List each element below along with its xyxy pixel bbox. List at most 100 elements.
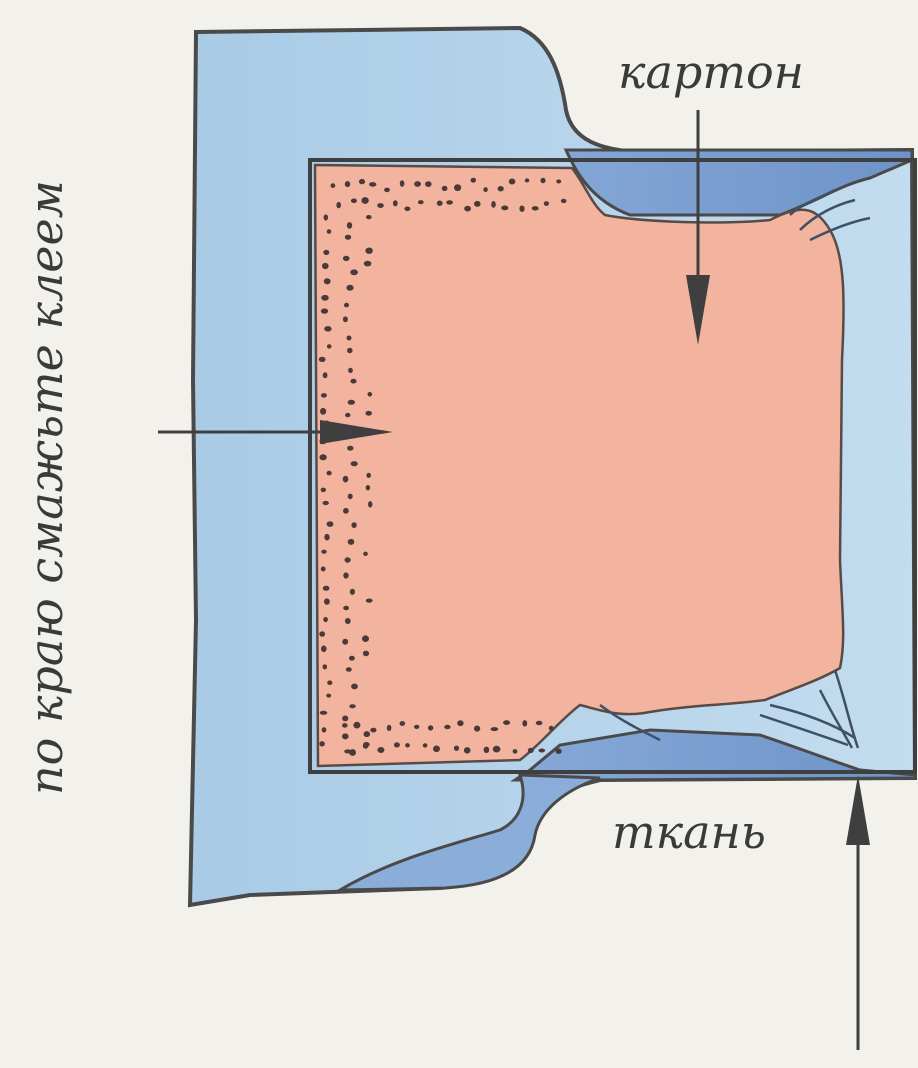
glue-dot — [351, 199, 357, 204]
glue-dot — [437, 201, 443, 206]
label-fabric: ткань — [612, 805, 766, 859]
glue-dot — [347, 348, 353, 353]
glue-dot — [400, 180, 405, 187]
glue-dot — [363, 743, 369, 749]
glue-dot — [394, 742, 400, 747]
label-side-note: по краю смажьте клеем — [19, 180, 73, 795]
glue-dot — [321, 567, 326, 572]
glue-dot — [370, 728, 376, 733]
cardboard-piece — [315, 165, 844, 766]
glue-dot — [348, 400, 355, 405]
glue-dot — [364, 261, 372, 267]
glue-dot — [324, 278, 331, 284]
glue-dot — [343, 572, 348, 578]
glue-dot — [321, 646, 327, 653]
glue-dot — [366, 485, 370, 490]
glue-dot — [327, 471, 332, 476]
glue-dot — [454, 184, 461, 191]
glue-dot — [556, 749, 562, 754]
glue-dot — [319, 454, 326, 460]
glue-dot — [321, 308, 328, 313]
glue-dot — [532, 206, 539, 210]
glue-dot — [343, 316, 348, 322]
glue-dot — [336, 202, 341, 208]
glue-dot — [474, 201, 481, 207]
glue-dot — [404, 207, 410, 212]
glue-dot — [464, 747, 471, 753]
glue-dot — [369, 182, 376, 187]
glue-dot — [464, 206, 471, 212]
arrow-fabric — [846, 775, 870, 1050]
glue-dot — [446, 200, 453, 204]
glue-dot — [428, 725, 433, 730]
glue-dot — [343, 476, 349, 483]
glue-dot — [345, 235, 351, 240]
glue-dot — [503, 720, 510, 725]
glue-dot — [561, 199, 567, 203]
glue-dot — [319, 741, 324, 746]
glue-dot — [343, 256, 350, 261]
glue-dot — [321, 488, 326, 493]
glue-dot — [350, 379, 356, 384]
glue-dot — [387, 725, 392, 731]
glue-dot — [320, 711, 328, 715]
glue-dot — [323, 501, 329, 505]
glue-dot — [350, 589, 355, 595]
glue-dot — [324, 326, 331, 332]
glue-dot — [331, 183, 336, 188]
glue-dot — [327, 521, 334, 527]
glue-dot — [366, 599, 373, 603]
glue-dot — [327, 680, 332, 685]
glue-dot — [362, 635, 369, 642]
glue-dot — [539, 749, 546, 753]
glue-dot — [343, 508, 349, 514]
glue-dot — [544, 201, 549, 206]
glue-dot — [351, 684, 358, 690]
glue-dot — [366, 215, 372, 219]
glue-dot — [344, 749, 351, 753]
glue-dot — [491, 727, 499, 731]
glue-dot — [457, 720, 463, 726]
glue-dot — [353, 722, 360, 729]
glue-dot — [323, 586, 330, 591]
glue-dot — [405, 743, 410, 747]
glue-dot — [536, 721, 543, 725]
glue-dot — [556, 179, 561, 183]
glue-dot — [327, 229, 332, 234]
glue-dot — [347, 446, 353, 451]
glue-dot — [319, 631, 325, 637]
glue-dot — [320, 408, 326, 415]
glue-dot — [442, 186, 448, 191]
glue-dot — [319, 357, 326, 362]
glue-dot — [346, 667, 352, 672]
glue-dot — [323, 617, 328, 622]
glue-dot — [491, 201, 496, 208]
glue-dot — [513, 749, 518, 754]
glue-dot — [346, 285, 353, 291]
glue-dot — [483, 187, 487, 192]
glue-dot — [365, 248, 372, 254]
glue-dot — [363, 552, 368, 556]
glue-dot — [359, 179, 365, 184]
glue-dot — [423, 743, 428, 747]
glue-dot — [364, 731, 371, 737]
glue-dot — [348, 539, 355, 545]
glue-dot — [326, 694, 331, 698]
glue-dot — [540, 178, 545, 183]
glue-dot — [345, 413, 350, 417]
label-cardboard: картон — [618, 45, 804, 99]
glue-dot — [348, 368, 353, 373]
glue-dot — [377, 203, 384, 208]
glue-dot — [525, 178, 530, 182]
glue-dot — [498, 186, 504, 191]
glue-dot — [349, 704, 355, 708]
glue-dot — [414, 725, 419, 729]
glue-dot — [425, 181, 432, 187]
glue-dot — [342, 716, 348, 722]
glue-dot — [474, 726, 480, 732]
glue-dot — [347, 336, 352, 341]
glue-dot — [343, 606, 349, 611]
glue-dot — [501, 206, 508, 211]
glue-dot — [342, 723, 348, 728]
